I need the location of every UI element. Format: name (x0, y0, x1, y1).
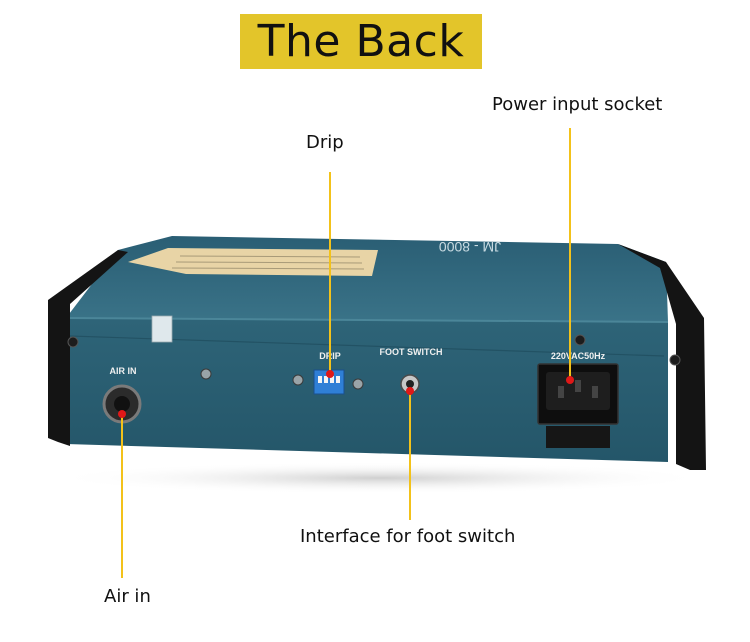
qc-sticker (151, 315, 173, 343)
power-rating-label: 220VAC50Hz (551, 351, 606, 361)
model-label: JM - 8000 (439, 239, 501, 255)
power-inlet[interactable] (537, 363, 619, 448)
left-end-cap (48, 250, 128, 446)
screw-icon (669, 354, 681, 366)
leader-lines (121, 128, 571, 578)
screw-icon (67, 336, 79, 348)
right-end-cap (618, 244, 706, 470)
callout-foot-switch: Interface for foot switch (300, 526, 516, 547)
panel-screws (200, 334, 586, 390)
page-title: The Back (257, 15, 465, 67)
callout-drip: Drip (306, 132, 344, 153)
title-banner: The Back (240, 14, 482, 69)
floor-shadow (50, 462, 710, 494)
callout-power: Power input socket (492, 94, 663, 115)
callout-markers (118, 370, 574, 418)
callout-air-in: Air in (104, 586, 151, 607)
back-panel (66, 318, 668, 462)
foot-switch-label: FOOT SWITCH (380, 347, 443, 357)
air-in-label: AIR IN (110, 366, 137, 376)
enclosure-top (66, 236, 668, 322)
